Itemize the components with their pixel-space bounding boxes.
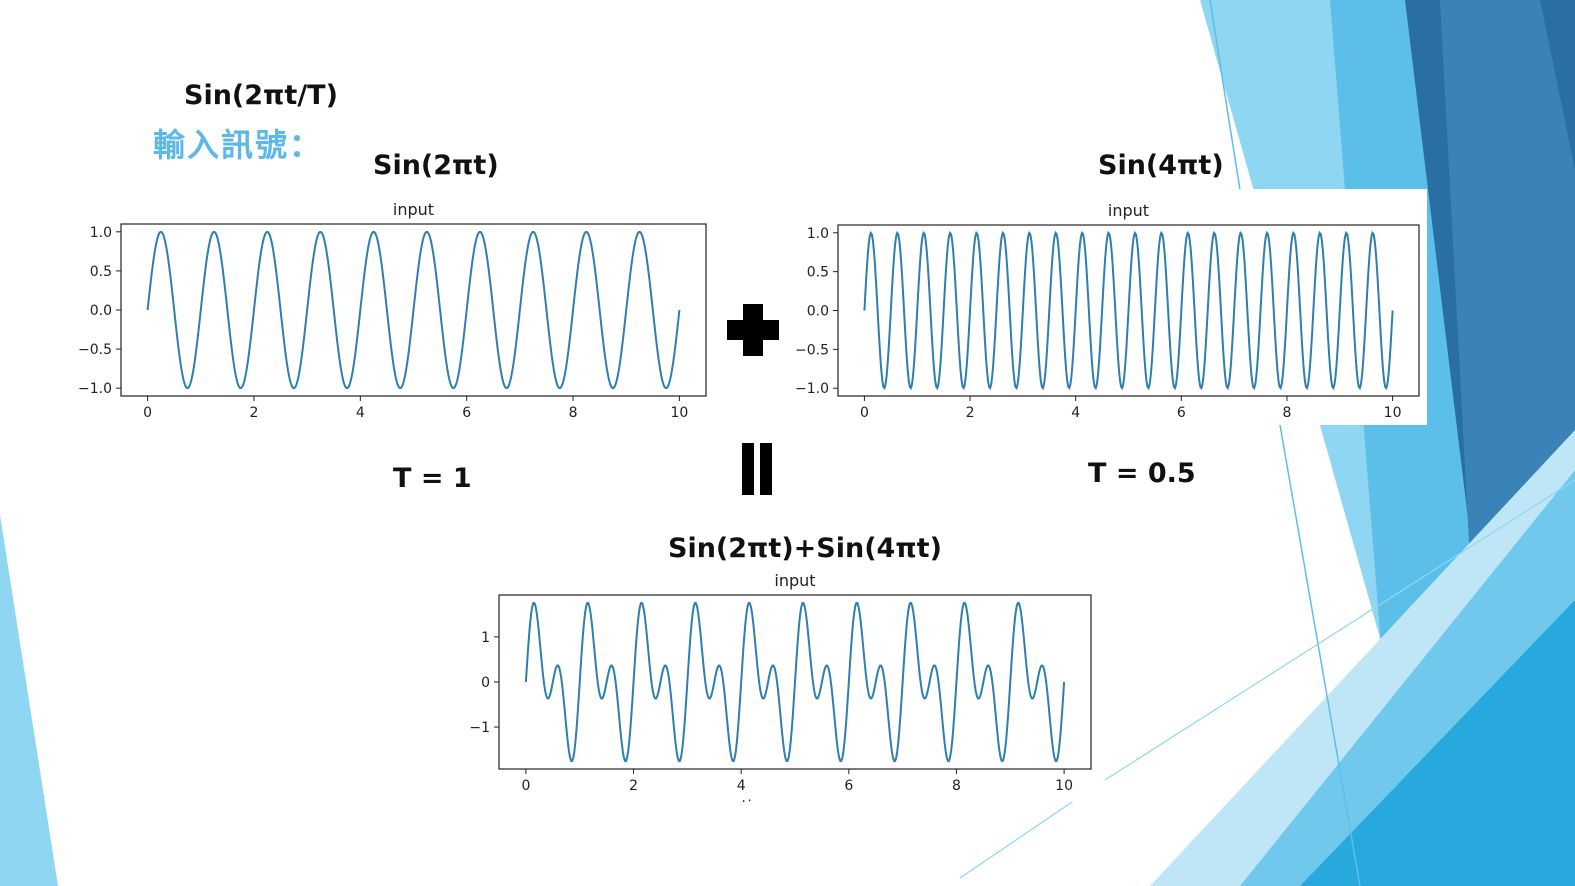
x-axis-label: time response — [742, 797, 849, 802]
x-tick-label: 10 — [670, 405, 688, 421]
decor-thin-line-2 — [1279, 424, 1361, 886]
x-tick-label: 10 — [1055, 778, 1073, 794]
x-tick-label: 10 — [1384, 405, 1402, 421]
y-tick-label: 1 — [481, 630, 490, 646]
y-tick-label: 0.0 — [90, 303, 112, 319]
x-tick-label: 4 — [737, 778, 746, 794]
plus-icon-horizontal — [727, 320, 779, 340]
decor-left-sliver — [0, 515, 58, 886]
chart-title: input — [774, 571, 815, 590]
y-tick-label: 1.0 — [807, 226, 829, 242]
y-tick-label: 0 — [481, 675, 490, 691]
decor-thin-line-1 — [1209, 0, 1241, 191]
x-tick-label: 6 — [844, 778, 853, 794]
right-heading: Sin(4πt) — [1098, 150, 1224, 181]
y-tick-label: 0.0 — [807, 304, 829, 320]
series-line — [863, 230, 1394, 391]
right-period-label: T = 0.5 — [1088, 458, 1196, 489]
chart-title: input — [393, 200, 434, 219]
x-tick-label: 4 — [356, 405, 365, 421]
y-tick-label: −1 — [469, 720, 490, 736]
x-tick-label: 0 — [521, 778, 530, 794]
chart-sin-4pi-t-svg: input 0 2 4 6 8 10 1.0 0.5 0.0 −0.5 −1.0 — [795, 201, 1420, 421]
decor-bottom-blue-triangle — [1240, 470, 1575, 886]
y-tick-label: 1.0 — [90, 225, 112, 241]
left-heading: Sin(2πt) — [373, 150, 499, 181]
chart-sin-2pi-t: input 0 2 4 6 8 10 1.0 0.5 0.0 −0.5 −1.0 — [70, 190, 720, 425]
y-tick-label: −0.5 — [795, 342, 829, 358]
x-tick-label: 0 — [860, 405, 869, 421]
x-tick-label: 6 — [1177, 405, 1186, 421]
y-tick-label: −1.0 — [78, 381, 112, 397]
bottom-heading: Sin(2πt)+Sin(4πt) — [668, 533, 942, 564]
chart-sin-4pi-t: input 0 2 4 6 8 10 1.0 0.5 0.0 −0.5 −1.0 — [787, 189, 1427, 425]
y-tick-label: 0.5 — [807, 265, 829, 281]
chart-title: input — [1108, 201, 1149, 220]
x-tick-label: 8 — [952, 778, 961, 794]
x-tick-label: 8 — [1282, 405, 1291, 421]
series-line — [146, 230, 681, 390]
equals-icon-bar-2 — [760, 443, 772, 495]
left-period-label: T = 1 — [393, 463, 472, 494]
decor-right-dark-band-2 — [1440, 0, 1575, 560]
x-tick-label: 2 — [629, 778, 638, 794]
y-tick-label: 0.5 — [90, 264, 112, 280]
chart-sin-2pi-t-svg: input 0 2 4 6 8 10 1.0 0.5 0.0 −0.5 −1.0 — [78, 200, 707, 421]
y-tick-label: −0.5 — [78, 342, 112, 358]
decor-thin-line-3 — [1104, 479, 1575, 781]
input-signal-subtitle: 輸入訊號： — [153, 126, 324, 164]
formula-heading: Sin(2πt/T) — [184, 80, 338, 111]
series-line — [524, 601, 1066, 763]
x-tick-label: 2 — [966, 405, 975, 421]
y-tick-label: −1.0 — [795, 381, 829, 397]
equals-icon-bar-1 — [742, 443, 754, 495]
decor-thin-line-4 — [959, 799, 1076, 879]
x-tick-label: 4 — [1071, 405, 1080, 421]
x-tick-label: 2 — [249, 405, 258, 421]
x-tick-label: 6 — [462, 405, 471, 421]
x-tick-label: 0 — [143, 405, 152, 421]
x-tick-label: 8 — [569, 405, 578, 421]
